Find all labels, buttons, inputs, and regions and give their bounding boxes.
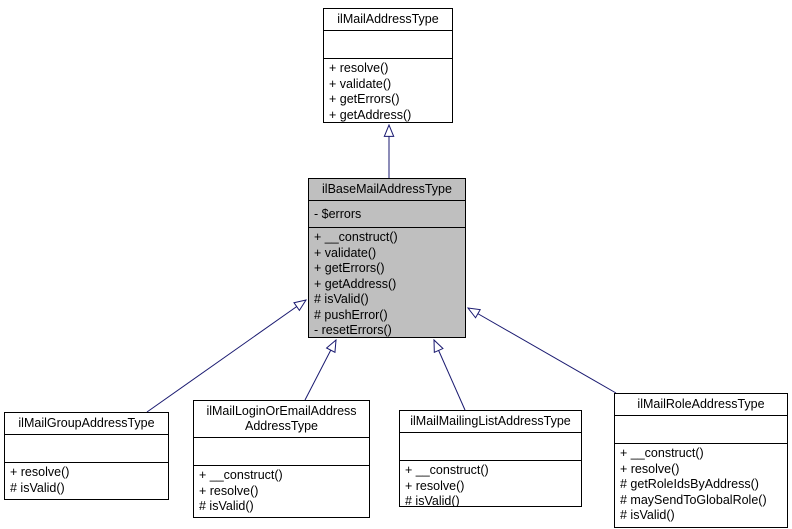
attribute: - $errors — [314, 207, 362, 221]
method: - resetErrors() — [314, 323, 392, 337]
method: + __construct() — [620, 446, 704, 460]
method: # maySendToGlobalRole() — [620, 492, 767, 507]
method: + getErrors() — [329, 92, 400, 106]
class-name: ilMailLoginOrEmailAddress AddressType — [194, 401, 369, 437]
attributes-compartment — [400, 432, 581, 460]
class-node-il-mail-mailing-list-address-type[interactable]: ilMailMailingListAddressType + __constru… — [399, 410, 582, 507]
methods-compartment: + resolve() # isValid() — [5, 462, 168, 499]
method: + __construct() — [314, 230, 398, 244]
method: + resolve() — [620, 461, 680, 476]
class-node-il-mail-login-or-email-address-address-type[interactable]: ilMailLoginOrEmailAddress AddressType + … — [193, 400, 370, 518]
methods-compartment: + __construct() + validate() + getErrors… — [309, 227, 465, 337]
class-node-il-mail-group-address-type[interactable]: ilMailGroupAddressType + resolve() # isV… — [4, 412, 169, 500]
method: # getRoleIdsByAddress() — [620, 477, 759, 491]
method: + validate() — [314, 245, 377, 260]
attributes-compartment — [324, 30, 452, 58]
class-node-il-mail-role-address-type[interactable]: ilMailRoleAddressType + __construct() + … — [614, 393, 788, 528]
attributes-compartment — [194, 437, 369, 465]
method: # pushError() — [314, 307, 388, 322]
method: + resolve() — [329, 61, 389, 75]
class-name: ilMailMailingListAddressType — [410, 414, 571, 428]
attributes-compartment — [615, 415, 787, 443]
inheritance-arrow-login-to-base — [304, 340, 336, 401]
class-node-il-mail-address-type[interactable]: ilMailAddressType + resolve() + validate… — [323, 8, 453, 123]
class-name: ilMailAddressType — [337, 12, 439, 26]
inheritance-arrow-mailinglist-to-base — [434, 340, 466, 411]
method: # isValid() — [10, 480, 65, 495]
inheritance-arrow-role-to-base — [468, 308, 617, 394]
inheritance-arrow-group-to-base — [146, 300, 306, 413]
method: + __construct() — [199, 468, 283, 482]
methods-compartment: + __construct() + resolve() # isValid() — [400, 460, 581, 507]
method: # isValid() — [620, 508, 675, 522]
method: # isValid() — [314, 292, 369, 306]
methods-compartment: + __construct() + resolve() # getRoleIds… — [615, 443, 787, 527]
method: + __construct() — [405, 463, 489, 477]
class-name-line-2: AddressType — [245, 419, 318, 433]
methods-compartment: + resolve() + validate() + getErrors() +… — [324, 58, 452, 122]
method: + resolve() — [405, 478, 465, 493]
method: + getErrors() — [314, 261, 385, 275]
class-name: ilMailGroupAddressType — [18, 416, 155, 430]
method: # isValid() — [199, 499, 254, 513]
method: + getAddress() — [314, 276, 397, 291]
attributes-compartment — [5, 434, 168, 462]
method: # isValid() — [405, 494, 460, 507]
class-name-line-1: ilMailLoginOrEmailAddress — [206, 404, 357, 418]
method: + resolve() — [199, 483, 259, 498]
class-name: ilBaseMailAddressType — [322, 182, 452, 196]
class-node-il-base-mail-address-type[interactable]: ilBaseMailAddressType - $errors + __cons… — [308, 178, 466, 338]
method: + resolve() — [10, 465, 70, 479]
methods-compartment: + __construct() + resolve() # isValid() — [194, 465, 369, 517]
method: + getAddress() — [329, 107, 412, 122]
method: + validate() — [329, 76, 392, 91]
attributes-compartment: - $errors — [309, 200, 465, 227]
class-name: ilMailRoleAddressType — [637, 397, 765, 411]
